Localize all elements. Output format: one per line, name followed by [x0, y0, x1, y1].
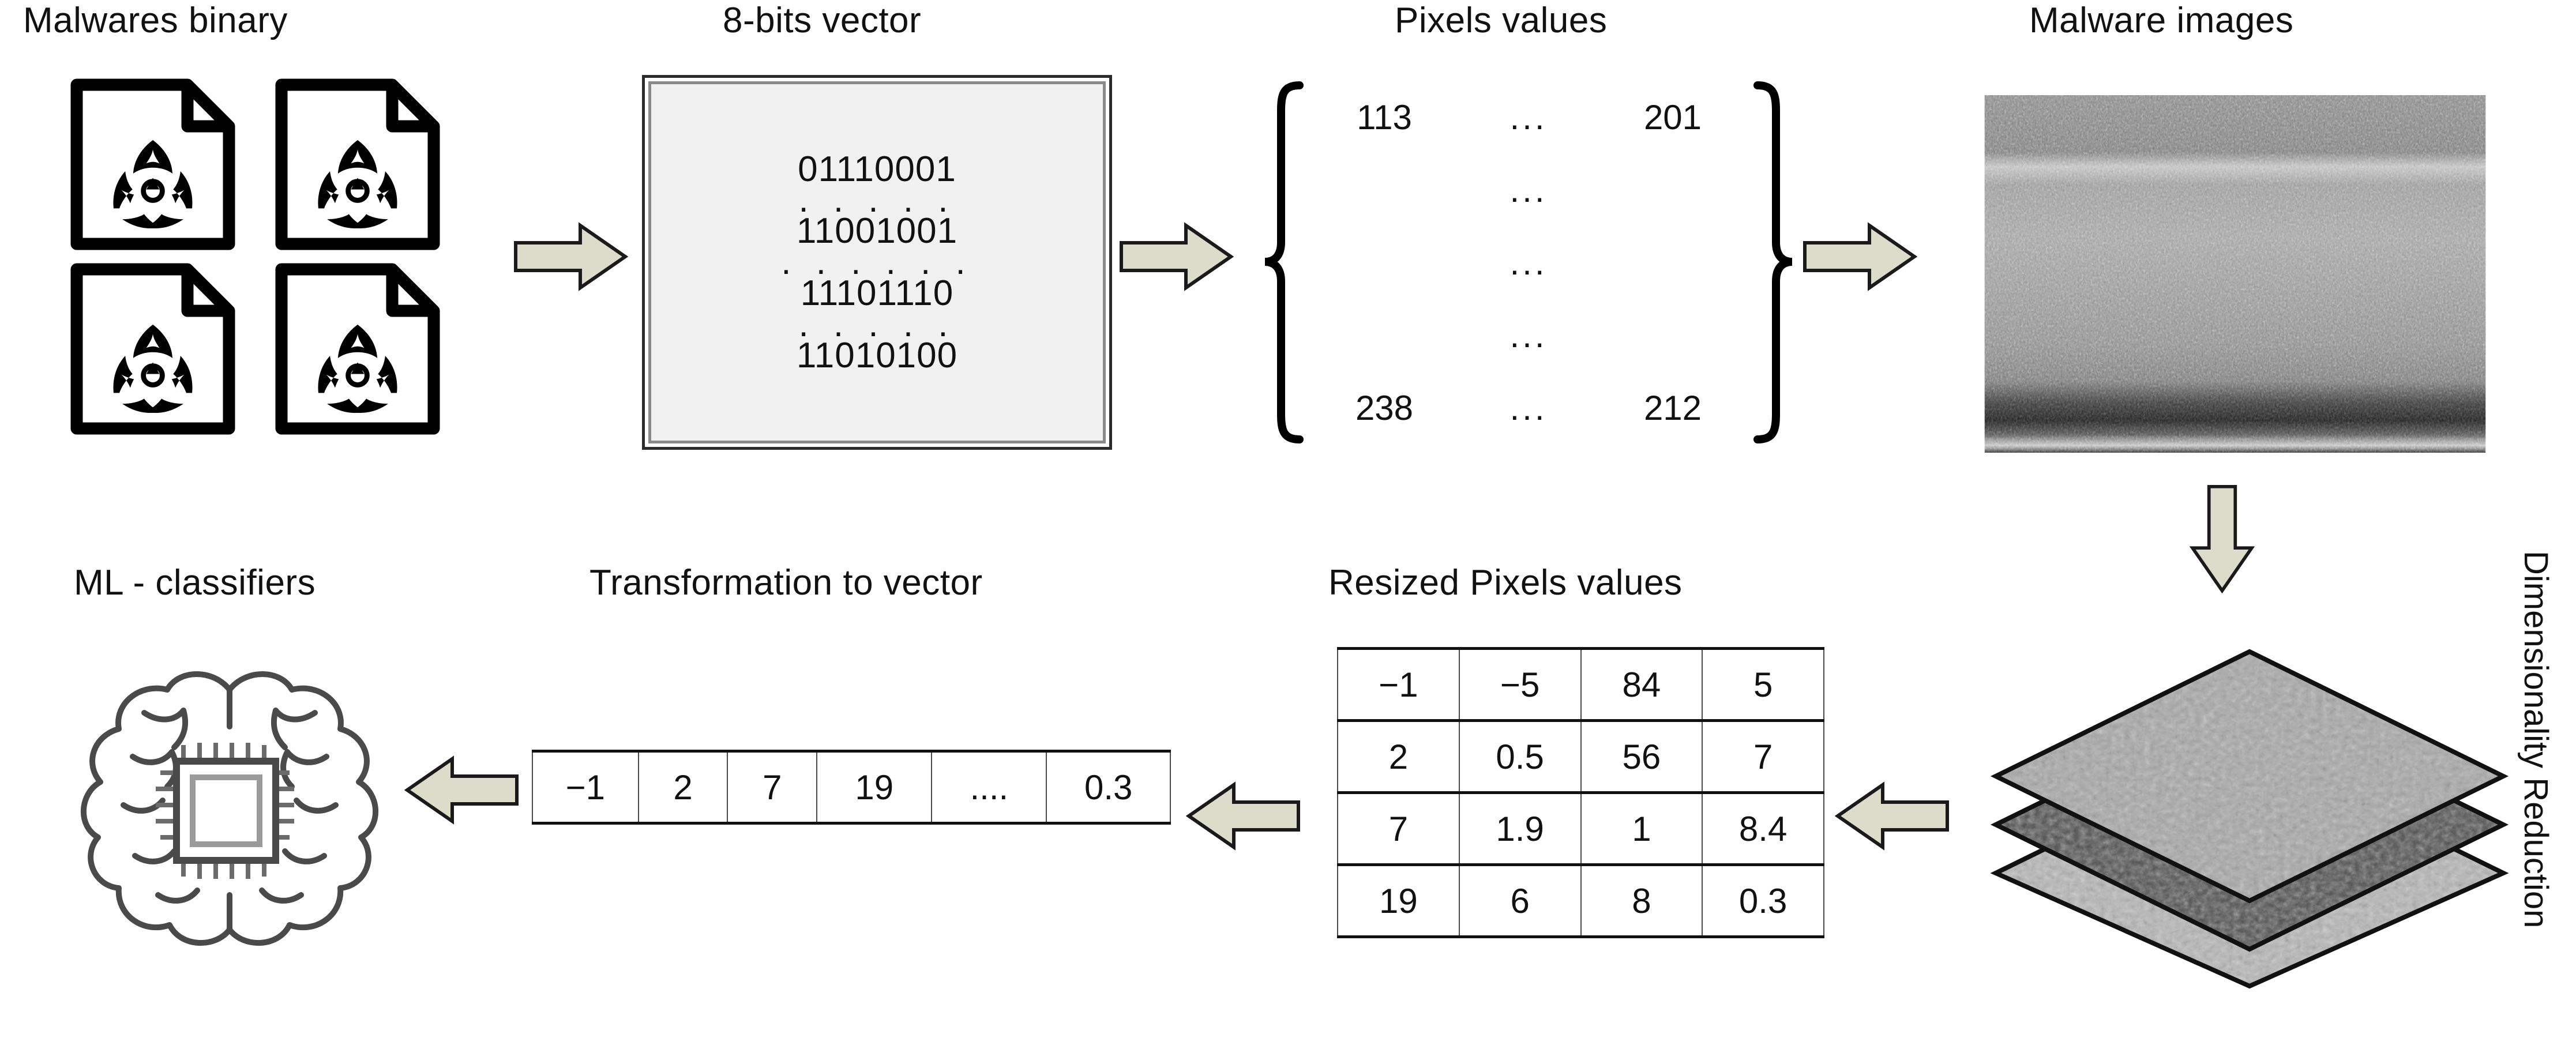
flow-arrow-left: [404, 755, 519, 825]
page-title-malware-images: Malware images: [2029, 1, 2294, 40]
table-cell: 84: [1580, 647, 1703, 721]
page-title-resized-pixels-values: Resized Pixels values: [1328, 563, 1683, 603]
table-cell: 1.9: [1458, 791, 1582, 866]
matrix-cell-bottom-right: 212: [1643, 388, 1702, 427]
flow-arrow-down: [2186, 484, 2258, 594]
table-cell: 5: [1702, 647, 1824, 721]
malware-grayscale-image: [1984, 95, 2486, 453]
pixels-values-matrix: 113 ... 201 ... ... ... 238 ... 212: [1260, 81, 1797, 444]
table-cell: 6: [1458, 863, 1582, 938]
page-title-bits-vector: 8-bits vector: [723, 1, 922, 40]
biohazard-file-icon: [55, 262, 251, 435]
table-cell: 7: [1702, 719, 1824, 793]
biohazard-file-icon: [260, 262, 456, 435]
page-title-transformation-to-vector: Transformation to vector: [589, 563, 983, 603]
flow-arrow-left: [1834, 781, 1950, 851]
bits-line-3: 11101110: [800, 273, 954, 314]
vector-cell: −1: [532, 750, 639, 825]
table-row: 19 6 8 0.3: [1337, 863, 1824, 938]
right-brace-icon: [1753, 81, 1793, 443]
brain-chip-icon: [68, 657, 391, 963]
page-title-ml-classifiers: ML - classifiers: [74, 563, 316, 603]
table-row: −1 −5 84 5: [1337, 647, 1824, 721]
table-cell: 0.5: [1458, 719, 1582, 793]
table-cell: 56: [1580, 719, 1703, 793]
side-label-dimensionality-reduction: Dimensionality Reduction: [2517, 551, 2555, 928]
table-cell: 8: [1580, 863, 1703, 938]
vector-cell: 19: [816, 750, 933, 825]
bits-line-1: 01110001: [798, 149, 956, 189]
table-cell: −1: [1337, 647, 1460, 721]
page-title-malwares-binary: Malwares binary: [23, 1, 288, 40]
table-cell: 8.4: [1702, 791, 1824, 866]
bits-vector-panel: 01110001 . . . . . 11001001 . . . . . . …: [642, 75, 1112, 450]
flow-arrow-right: [1803, 222, 1918, 291]
vector-cell: 7: [727, 750, 818, 825]
feature-vector-table: −1 2 7 19 .... 0.3: [532, 750, 1171, 825]
table-cell: 19: [1337, 863, 1460, 938]
flow-arrow-left: [1185, 781, 1301, 851]
flow-arrow-right: [513, 222, 629, 291]
bits-line-2: 11001001: [796, 211, 958, 251]
matrix-cell-bottom-left: 238: [1355, 388, 1414, 427]
biohazard-file-icon: [260, 78, 456, 251]
table-cell: −5: [1458, 647, 1582, 721]
resized-pixels-table: −1 −5 84 5 2 0.5 56 7 7 1.9 1 8.4 19 6 8…: [1337, 647, 1824, 938]
bits-separator-1: . . . . .: [798, 179, 956, 220]
matrix-cell-top-left: 113: [1357, 97, 1412, 137]
bits-separator-3: . . . . .: [798, 304, 956, 344]
matrix-ellipsis: ...: [1509, 97, 1548, 137]
page-title-pixels-values: Pixels values: [1395, 1, 1608, 40]
table-row: 7 1.9 1 8.4: [1337, 791, 1824, 866]
vector-cell: ....: [931, 750, 1047, 825]
table-cell: 0.3: [1702, 863, 1824, 938]
table-cell: 1: [1580, 791, 1703, 866]
matrix-ellipsis: ...: [1509, 315, 1548, 355]
matrix-ellipsis: ...: [1509, 243, 1548, 282]
vector-cell: 0.3: [1046, 750, 1171, 825]
left-brace-icon: [1264, 81, 1304, 443]
stacked-layers-icon: [1984, 640, 2515, 998]
flow-arrow-right: [1119, 222, 1234, 291]
table-cell: 2: [1337, 719, 1460, 793]
matrix-cell-top-right: 201: [1643, 97, 1702, 137]
bits-line-4: 11010100: [796, 336, 958, 376]
matrix-ellipsis: ...: [1509, 388, 1548, 427]
biohazard-file-icon: [55, 78, 251, 251]
table-cell: 7: [1337, 791, 1460, 866]
bits-separator-2: . . . . . .: [781, 242, 973, 282]
vector-cell: 2: [637, 750, 729, 825]
table-row: −1 2 7 19 .... 0.3: [532, 750, 1171, 825]
table-row: 2 0.5 56 7: [1337, 719, 1824, 793]
matrix-ellipsis: ...: [1509, 170, 1548, 209]
